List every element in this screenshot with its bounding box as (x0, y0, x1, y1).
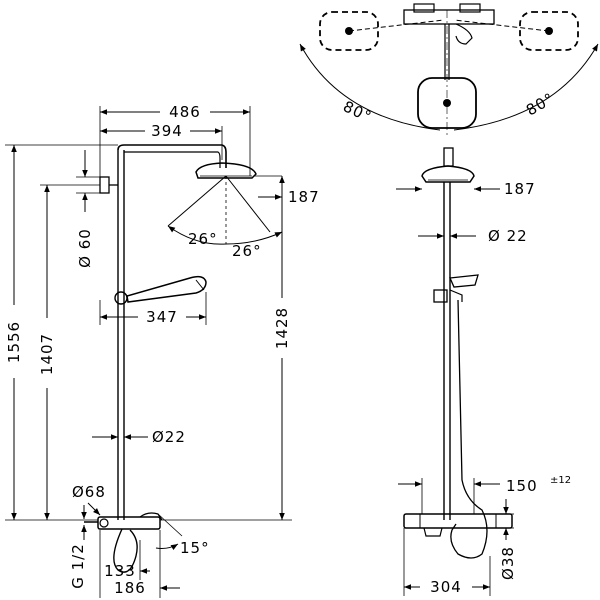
dim-head-projection-side: 187 (288, 188, 320, 206)
hand-shower (126, 275, 207, 303)
dim-thermostat-diameter: Ø38 (499, 546, 517, 580)
handshower-holder (114, 291, 128, 305)
dim-swivel-right: 80° (523, 89, 558, 119)
dim-spout-angle: 15° (180, 539, 210, 557)
dim-tilt-left: 26° (188, 230, 218, 248)
thermostat-mixer (97, 516, 161, 530)
dim-head-offset: 394 (151, 122, 183, 140)
front-handshower-holder (433, 289, 448, 303)
front-mixer-outlet (423, 527, 443, 537)
shower-hose-side (113, 528, 138, 573)
top-view-knob (455, 23, 473, 45)
tilt-arc-right (225, 231, 283, 245)
front-view: 80° 80° 187 Ø 22 150 ±12 (299, 3, 599, 596)
dim-wall-head-height: 1407 (38, 333, 56, 375)
front-hose (450, 299, 488, 559)
swivel-head-left (319, 11, 379, 51)
top-mount-clip-left (413, 3, 435, 13)
mixer-wall-flange (99, 518, 109, 528)
dim-mixer-width: 304 (430, 578, 462, 596)
spout (139, 512, 163, 521)
dim-pipe-diameter-front: Ø 22 (488, 227, 528, 245)
front-head-connector (443, 147, 454, 167)
wall-bracket (99, 176, 110, 194)
spout-angle-line (157, 513, 183, 537)
dim-arm-mount-diameter: Ø 60 (76, 228, 94, 268)
swivel-arm-left (348, 19, 445, 32)
dim-flange-diameter: Ø68 (72, 483, 106, 501)
dim-tilt-right: 26° (232, 242, 262, 260)
swivel-arm-right (453, 19, 550, 32)
hand-shower-face (195, 279, 205, 291)
dim-total-height: 1556 (5, 321, 23, 363)
dim-connection-spacing-tolerance: ±12 (550, 475, 571, 486)
front-holder-clip (449, 289, 463, 302)
overhead-shower-head (195, 162, 257, 179)
swivel-head-right (519, 11, 579, 51)
tilt-line-left (167, 175, 227, 227)
dim-head-mixer-height: 1428 (273, 307, 291, 349)
dim-68-leader (87, 502, 101, 516)
front-thermostat-mixer (403, 513, 513, 529)
dim-arm-reach: 486 (169, 103, 201, 121)
dim-head-projection-front: 187 (504, 180, 536, 198)
dim-handshower-reach: 347 (146, 308, 178, 326)
spout-angle-arc (155, 543, 179, 551)
front-shelf (449, 274, 479, 288)
shower-arm-inner (124, 151, 221, 168)
swivel-arc-right (453, 43, 599, 131)
dim-pipe-diameter-side: Ø22 (152, 428, 186, 446)
dim-spout-depth: 133 (104, 562, 136, 580)
swivel-arc-left (299, 43, 441, 131)
side-view: 486 394 1556 1407 Ø 60 1428 187 26° 26° (5, 103, 320, 598)
dim-connection-thread: G 1/2 (69, 543, 87, 589)
dim-swivel-left: 80° (340, 97, 374, 126)
tilt-line-right (225, 175, 271, 233)
top-mount-clip-right (459, 3, 481, 13)
dim-connection-spacing: 150 (506, 477, 538, 495)
dim-outlet-depth: 186 (114, 579, 146, 597)
tilt-arc-left (167, 225, 227, 245)
